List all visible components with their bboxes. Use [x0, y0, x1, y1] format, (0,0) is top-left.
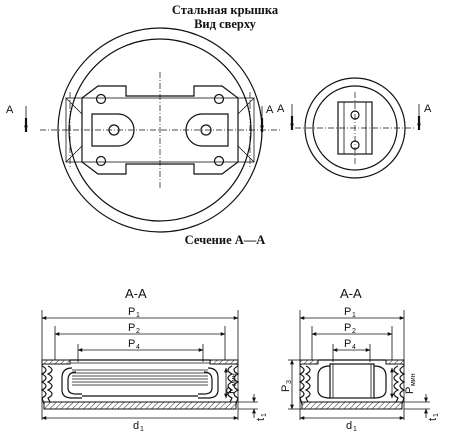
svg-text:мин: мин	[410, 373, 417, 386]
svg-text:3: 3	[286, 380, 293, 384]
svg-text:мин: мин	[231, 373, 238, 386]
svg-text:1: 1	[136, 312, 140, 319]
dim-p1-large: P	[128, 306, 135, 318]
dim-p1-small: P	[344, 306, 351, 318]
small-cut-label-right: А	[424, 103, 432, 115]
large-lid-hole	[95, 155, 107, 167]
cut-label-left: А	[6, 104, 14, 116]
small-lid-plate	[337, 101, 373, 155]
section-title: Сечение А—А	[184, 233, 266, 247]
small-lid-cup	[329, 363, 375, 399]
large-lid-right-tab-hole	[200, 124, 212, 136]
svg-text:2: 2	[136, 328, 140, 335]
drawing-title: Стальная крышка	[171, 3, 279, 17]
svg-text:4: 4	[136, 344, 140, 351]
cut-label-right: А	[266, 104, 274, 116]
dim-d1-small: d	[346, 420, 352, 432]
small-lid-bottom-plate	[301, 401, 403, 410]
small-section-view: А-А P 1 P 2 P 4	[280, 286, 440, 433]
large-lid-right-tab	[185, 113, 229, 147]
dim-d1-large: d	[133, 420, 139, 432]
dim-pmin-large: P	[225, 387, 237, 394]
dim-t1-large: t	[255, 418, 267, 421]
dim-p4-small: P	[344, 338, 351, 350]
large-lid-top-view: А А	[6, 27, 282, 233]
small-lid-right-flange	[385, 359, 405, 367]
large-lid-left-inner-curl	[61, 367, 82, 399]
large-lid-hole	[95, 93, 107, 105]
large-lid-right-inner-curl	[198, 367, 219, 399]
dim-p3-small: P	[280, 385, 292, 392]
small-lid-top-view: А А	[277, 77, 432, 179]
large-lid-left-tab	[91, 113, 135, 147]
svg-text:1: 1	[140, 426, 144, 433]
large-lid-hole	[213, 155, 225, 167]
dim-p4-large: P	[128, 338, 135, 350]
small-lid-hole	[350, 110, 360, 120]
large-lid-bottom-plate	[43, 401, 237, 410]
svg-text:1: 1	[433, 413, 440, 417]
top-view-title: Вид сверху	[194, 17, 256, 31]
small-lid-hole	[350, 140, 360, 150]
large-lid-left-flange	[41, 359, 71, 367]
svg-text:2: 2	[352, 328, 356, 335]
svg-text:1: 1	[353, 426, 357, 433]
large-lid-right-flange	[209, 359, 239, 367]
small-cut-label-left: А	[277, 103, 285, 115]
large-lid-left-tab-hole	[108, 124, 120, 136]
svg-text:1: 1	[261, 413, 268, 417]
small-lid-right-curl	[373, 365, 387, 399]
small-lid-left-flange	[299, 359, 319, 367]
large-lid-left-wall-corrugation	[40, 365, 47, 405]
dim-pmin-small: P	[404, 387, 416, 394]
dim-p2-large: P	[128, 322, 135, 334]
small-section-label: А-А	[340, 286, 362, 301]
small-lid-right-wall	[399, 365, 406, 405]
small-lid-left-curl	[317, 365, 331, 399]
small-lid-left-wall	[298, 365, 305, 405]
large-lid-frame	[65, 97, 255, 163]
large-section-label: А-А	[125, 286, 147, 301]
dim-t1-small: t	[427, 418, 439, 421]
large-lid-right-wall-corrugation	[233, 365, 240, 405]
large-section-view: А-А P 1 P 2 P 4	[40, 286, 268, 433]
svg-text:4: 4	[352, 344, 356, 351]
dim-p2-small: P	[344, 322, 351, 334]
large-lid-hole	[213, 93, 225, 105]
svg-text:1: 1	[352, 312, 356, 319]
